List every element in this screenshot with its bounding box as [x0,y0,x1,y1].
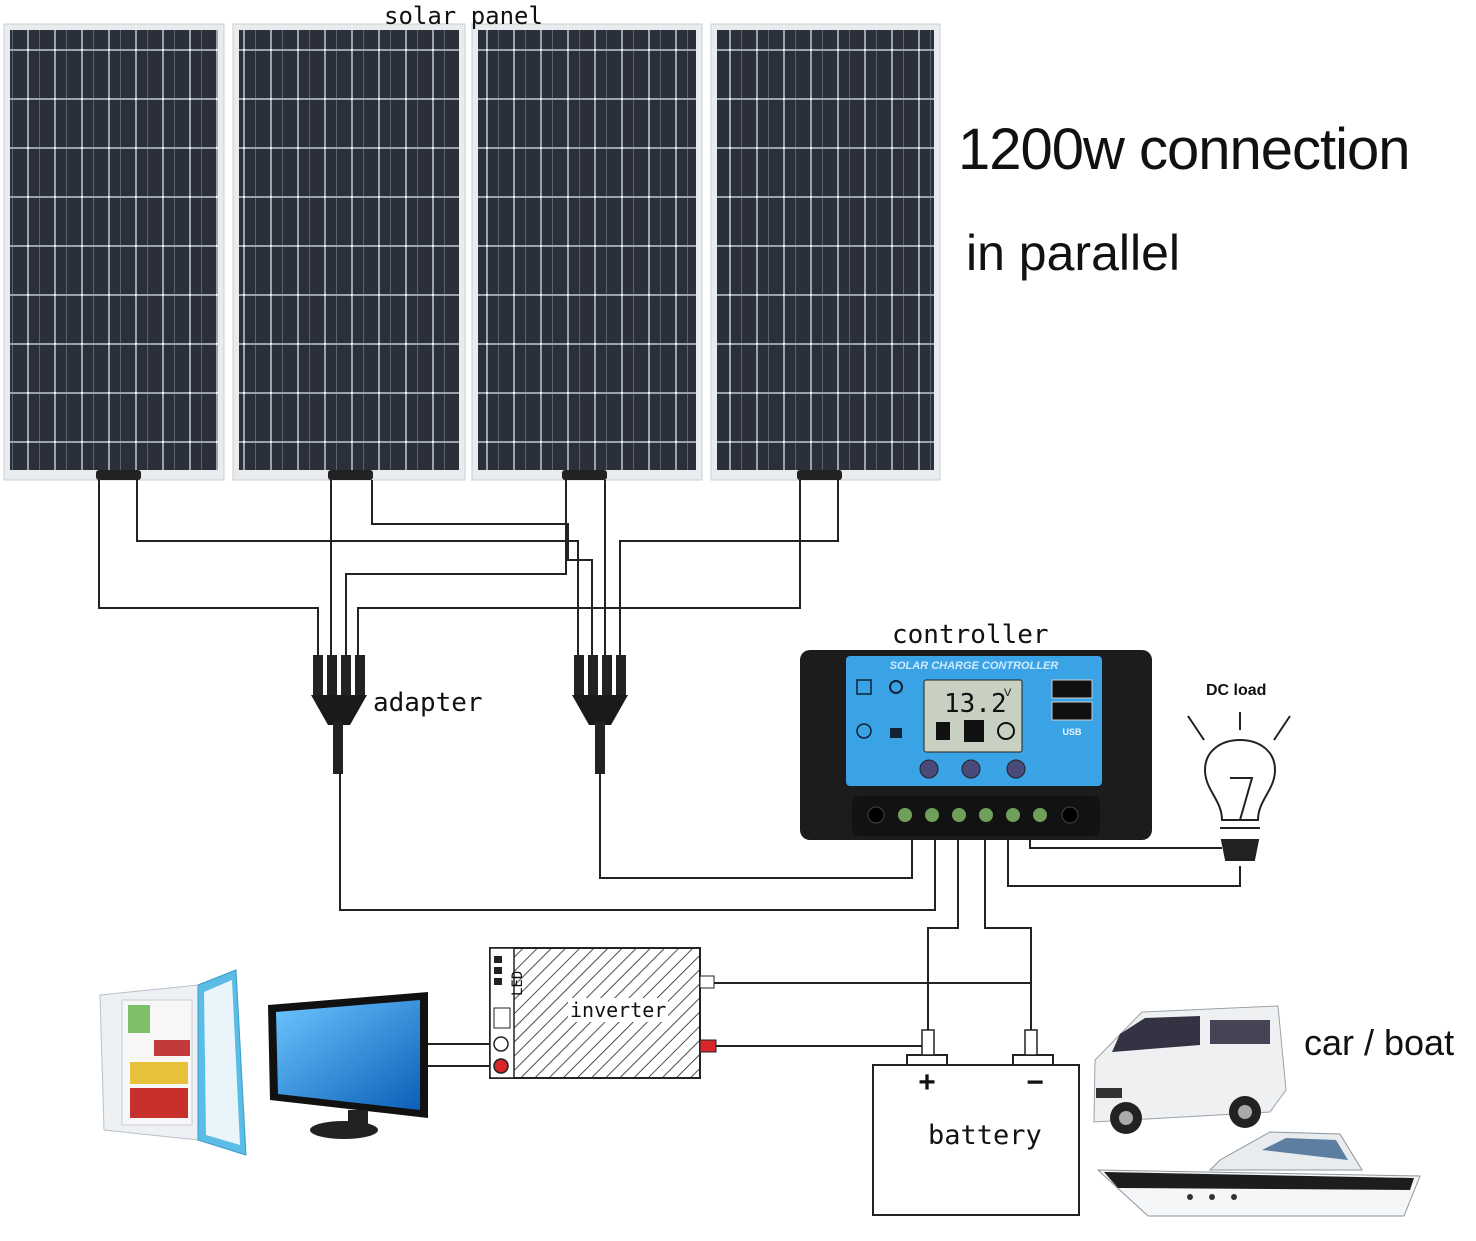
usb-label: USB [1062,727,1082,737]
boat-icon [1096,1131,1421,1217]
controller-button-2 [961,759,981,779]
dc-load-label: DC load [1206,682,1267,699]
controller-label: controller [892,620,1049,650]
solar-panel-2 [232,23,466,481]
terminal-3 [952,808,966,822]
usb-port-2 [1051,701,1093,721]
inverter-switch-icon [493,1058,509,1074]
controller-button-3 [1006,759,1026,779]
inverter-outlet-icon [493,1036,509,1052]
battery-label: battery [928,1120,1042,1151]
inverter-led-label: LED [510,971,526,996]
menu-icon [856,679,872,695]
controller-header: SOLAR CHARGE CONTROLLER [890,660,1059,672]
battery-positive-terminal: + [918,1066,936,1099]
solar-panel-3 [471,23,703,481]
terminal-1 [898,808,912,822]
gear-icon [889,680,903,694]
usb-port-1 [1051,679,1093,699]
controller-voltage-display: 13.2 [944,689,1007,719]
panel-status-icon [936,722,950,740]
battery-negative-terminal: − [1026,1066,1044,1099]
battery-status-icon [964,720,984,742]
adapter-right [572,655,628,774]
controller-button-1 [919,759,939,779]
battery: + − [872,1029,1080,1216]
terminal-5 [1006,808,1020,822]
dc-load-bulb-icon [1187,712,1291,861]
solar-panel-4 [710,23,941,481]
terminal-4 [979,808,993,822]
terminal-6 [1033,808,1047,822]
charge-controller: SOLAR CHARGE CONTROLLER 13.2 V USB [800,650,1152,840]
clock-icon [856,723,872,739]
car-boat-label: car / boat [1304,1022,1455,1063]
solar-panel-label: solar panel [384,2,543,30]
adapter-left [311,655,367,774]
diagram-title-line-2: in parallel [966,225,1181,281]
camper-van-icon [1093,1005,1287,1134]
controller-voltage-unit: V [1004,687,1012,699]
inverter-label: inverter [568,998,669,1022]
solar-panel-1 [3,23,225,481]
adapter-label: adapter [373,688,483,718]
load-status-icon [997,722,1015,740]
monitor-icon [268,992,428,1139]
wiring [98,480,1241,1067]
mini-fridge-icon [99,969,247,1156]
diagram-title-line-1: 1200w connection [958,117,1411,182]
lock-icon [890,728,902,738]
terminal-2 [925,808,939,822]
